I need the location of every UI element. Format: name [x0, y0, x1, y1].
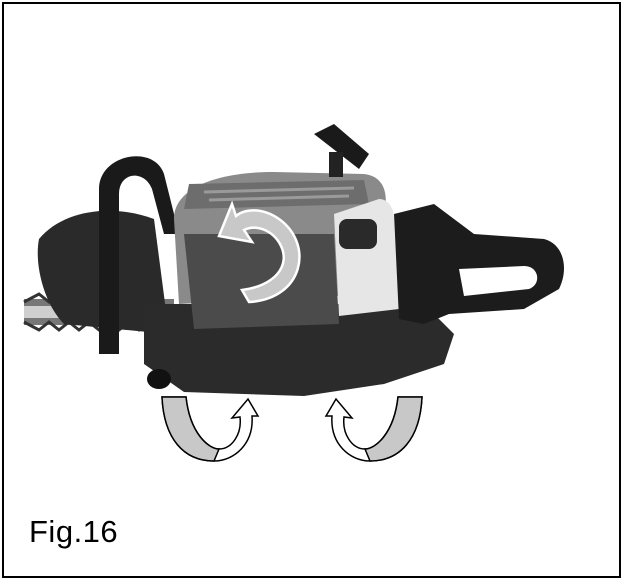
starter-grip — [314, 124, 369, 177]
front-handle — [99, 156, 179, 354]
figure-caption: Fig.16 — [29, 514, 119, 549]
foot-pad — [147, 369, 171, 389]
fuel-tank — [334, 199, 399, 316]
rotate-arrow-icon — [217, 200, 301, 304]
flip-arrow-left-icon — [161, 396, 260, 462]
engine-block — [184, 234, 339, 329]
hedge-trimmer-illustration — [23, 124, 564, 462]
flip-arrow-right-icon — [324, 396, 423, 462]
rear-handle — [394, 204, 564, 324]
